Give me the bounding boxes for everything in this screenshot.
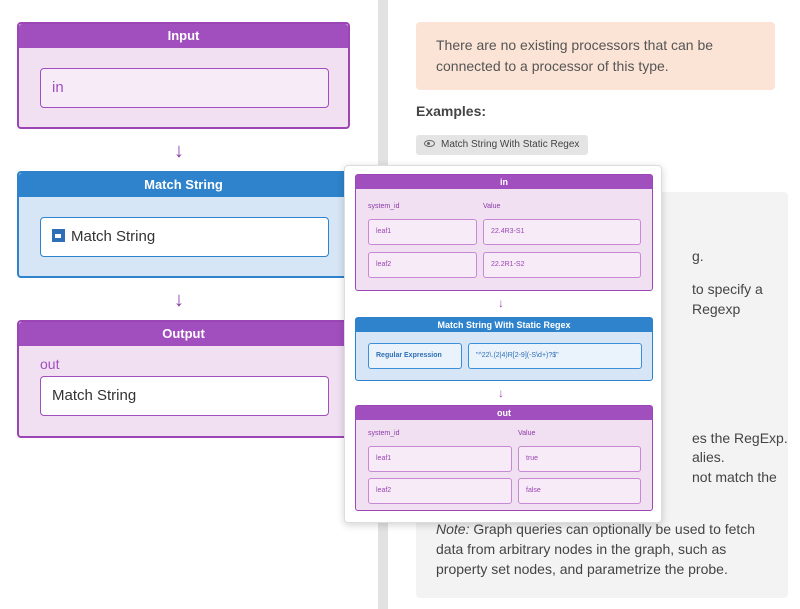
arrow-down-icon: ↓ <box>498 296 504 310</box>
regex-param-label: Regular Expression <box>368 343 462 369</box>
match-string-node[interactable]: Match String Match String <box>17 171 350 278</box>
output-node[interactable]: Output out Match String <box>17 320 350 438</box>
regex-param-value: "^22\.(2|4)R[2-9](-S\d+)?$" <box>468 343 642 369</box>
input-node[interactable]: Input in <box>17 22 350 129</box>
output-node-field[interactable]: Match String <box>40 376 329 416</box>
description-text: es the RegExp. <box>692 430 788 446</box>
column-header: Value <box>518 430 536 437</box>
graph-editor: Input in ↓ Match String Match String ↓ O… <box>0 0 380 609</box>
preview-cell: false <box>518 478 641 504</box>
arrow-down-icon: ↓ <box>174 140 184 162</box>
column-header: system_id <box>368 430 400 437</box>
preview-out-node: out system_id Value leaf1 true leaf2 fal… <box>355 405 653 511</box>
input-node-field-value: in <box>52 79 64 96</box>
example-chip-label: Match String With Static Regex <box>441 139 580 150</box>
arrow-down-icon: ↓ <box>174 289 184 311</box>
column-header: system_id <box>368 203 400 210</box>
example-chip[interactable]: Match String With Static Regex <box>416 135 589 155</box>
column-header: Value <box>483 203 501 210</box>
no-processors-notice: There are no existing processors that ca… <box>416 22 775 90</box>
output-node-label: out <box>40 356 60 372</box>
input-node-field[interactable]: in <box>40 68 329 108</box>
match-string-field[interactable]: Match String <box>40 217 329 257</box>
preview-cell: 22.4R3-S1 <box>483 219 641 245</box>
preview-cell: leaf2 <box>368 478 512 504</box>
description-text: to specify a <box>692 281 763 297</box>
match-string-node-title: Match String <box>19 173 348 197</box>
example-preview-popup: in system_id Value leaf1 22.4R3-S1 leaf2… <box>344 165 662 523</box>
note-label: Note: <box>436 521 470 537</box>
preview-in-title: in <box>356 175 652 189</box>
description-text: g. <box>692 248 704 264</box>
note-line-1: Note: Graph queries can optionally be us… <box>436 519 755 539</box>
eye-icon <box>424 140 435 147</box>
preview-out-title: out <box>356 406 652 420</box>
note-text: Graph queries can optionally be used to … <box>469 521 756 537</box>
processor-icon <box>52 229 65 242</box>
preview-processor-node: Match String With Static Regex Regular E… <box>355 317 653 381</box>
examples-heading: Examples: <box>416 103 487 119</box>
arrow-down-icon: ↓ <box>498 386 504 400</box>
input-node-title: Input <box>19 24 348 48</box>
preview-in-node: in system_id Value leaf1 22.4R3-S1 leaf2… <box>355 174 653 291</box>
note-line-3: property set nodes, and parametrize the … <box>436 561 728 577</box>
match-string-field-value: Match String <box>71 228 156 245</box>
output-node-title: Output <box>19 322 348 346</box>
preview-processor-title: Match String With Static Regex <box>356 318 652 332</box>
output-node-field-value: Match String <box>52 387 137 404</box>
preview-cell: true <box>518 446 641 472</box>
preview-cell: leaf2 <box>368 252 477 278</box>
preview-cell: 22.2R1-S2 <box>483 252 641 278</box>
preview-cell: leaf1 <box>368 219 477 245</box>
description-text: Regexp <box>692 301 741 317</box>
description-text: alies. <box>692 449 725 465</box>
preview-cell: leaf1 <box>368 446 512 472</box>
description-text: not match the <box>692 469 777 485</box>
note-line-2: data from arbitrary nodes in the graph, … <box>436 541 727 557</box>
